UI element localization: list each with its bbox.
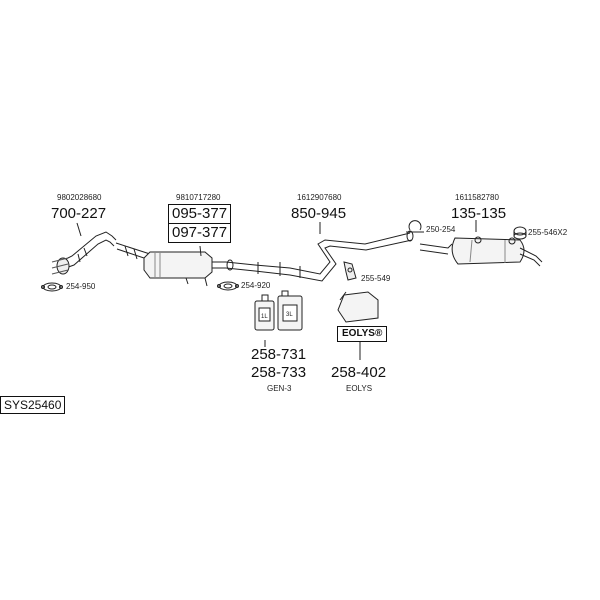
diagram-id: SYS25460	[0, 396, 66, 414]
part-rear-silencer[interactable]: 135-135	[451, 205, 507, 222]
fluid-cans-drawing	[254, 290, 303, 347]
mount-rear-drawing	[513, 226, 527, 240]
rear-silencer-drawing	[419, 220, 543, 267]
dpf-drawing	[115, 242, 226, 287]
oem-number-rear-silencer: 1611582780	[455, 193, 499, 202]
can-label-3l: 3L	[286, 312, 293, 318]
gasket-mid-drawing	[217, 281, 239, 291]
front-pipe-drawing	[51, 222, 117, 275]
part-fluid-a[interactable]: 258-731	[251, 346, 307, 363]
can-label-1l: 1L	[261, 314, 268, 320]
clamp-mid-drawing	[343, 261, 357, 281]
part-fluid-b[interactable]: 258-733	[251, 364, 307, 381]
part-dpf-a[interactable]: 095-377	[168, 204, 232, 224]
fitting-mount-rear[interactable]: 255-546X2	[528, 228, 568, 237]
fitting-gasket-front[interactable]: 254-950	[66, 282, 96, 291]
oem-number-front-pipe: 9802028680	[57, 193, 102, 202]
part-dpf-b[interactable]: 097-377	[168, 223, 232, 243]
oem-number-dpf: 9810717280	[176, 193, 221, 202]
clamp-rear-drawing	[406, 220, 424, 233]
part-front-pipe[interactable]: 700-227	[51, 205, 107, 222]
part-additive[interactable]: 258-402	[331, 364, 387, 381]
middle-pipe-drawing	[225, 222, 414, 282]
caption-additive: EOLYS	[346, 384, 373, 393]
eolys-brand-badge: EOLYS®	[337, 326, 388, 342]
part-middle-pipe[interactable]: 850-945	[291, 205, 347, 222]
fitting-clamp-rear[interactable]: 250-254	[426, 225, 456, 234]
fitting-gasket-mid[interactable]: 254-920	[241, 281, 271, 290]
gasket-front-drawing	[41, 282, 63, 292]
caption-fluid: GEN-3	[267, 384, 292, 393]
additive-bag-drawing	[337, 291, 379, 360]
oem-number-middle-pipe: 1612907680	[297, 193, 342, 202]
fitting-clamp-mid[interactable]: 255-549	[361, 274, 391, 283]
